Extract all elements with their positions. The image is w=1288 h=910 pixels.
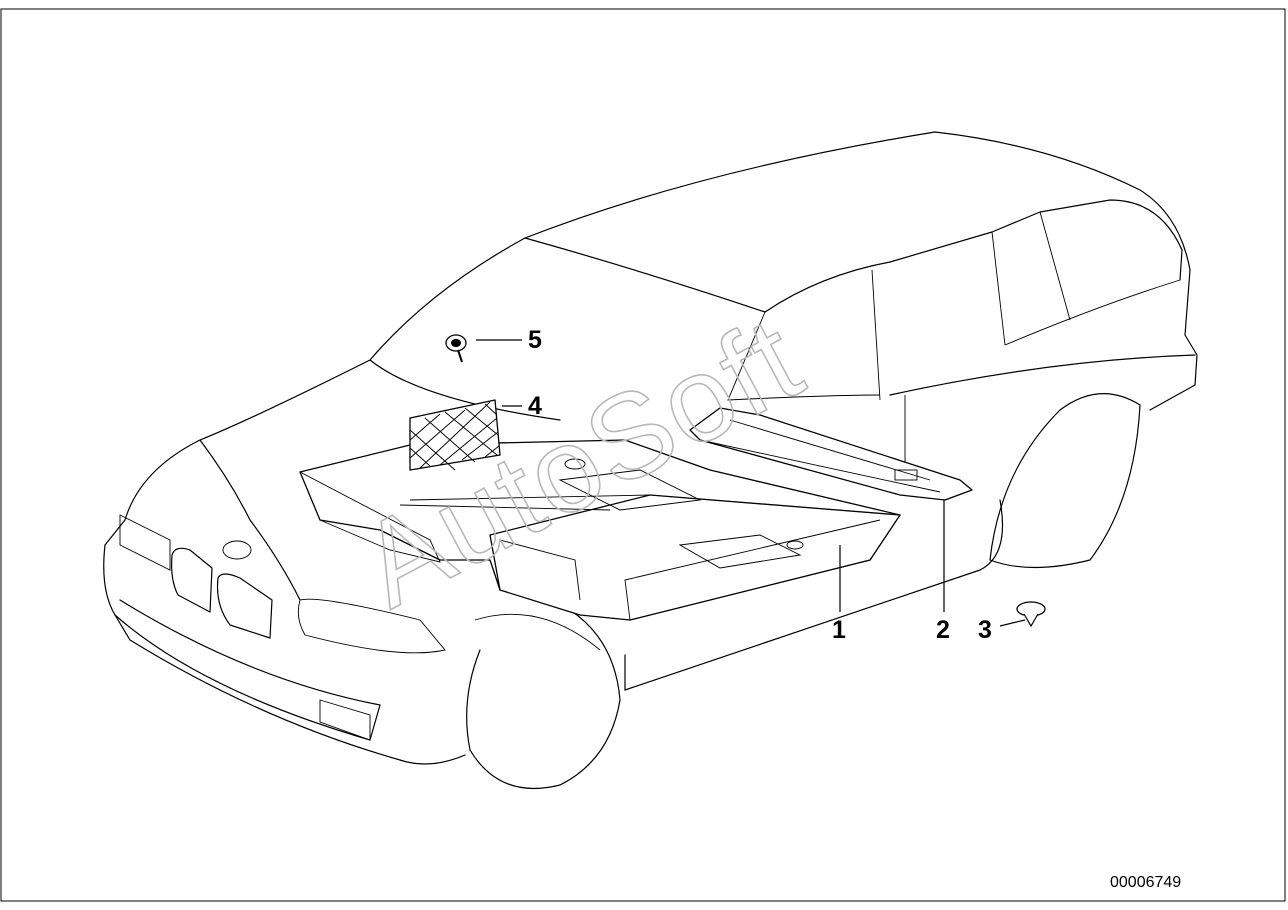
- insulation-mat: [409, 399, 501, 471]
- callout-5: 5: [528, 326, 542, 354]
- car-body: [103, 131, 1198, 789]
- callout-3: 3: [978, 616, 992, 644]
- leader-3: [999, 619, 1026, 627]
- diagram-frame: [0, 8, 1286, 902]
- callout-1: 1: [832, 616, 846, 644]
- floor-carpet: [299, 439, 901, 621]
- callout-2: 2: [936, 616, 950, 644]
- clip-part-3: [1016, 601, 1046, 628]
- callout-4: 4: [528, 392, 542, 420]
- clip-part-5: [445, 334, 467, 363]
- rear-floor-trim: [689, 407, 973, 501]
- document-number: 00006749: [1110, 874, 1181, 891]
